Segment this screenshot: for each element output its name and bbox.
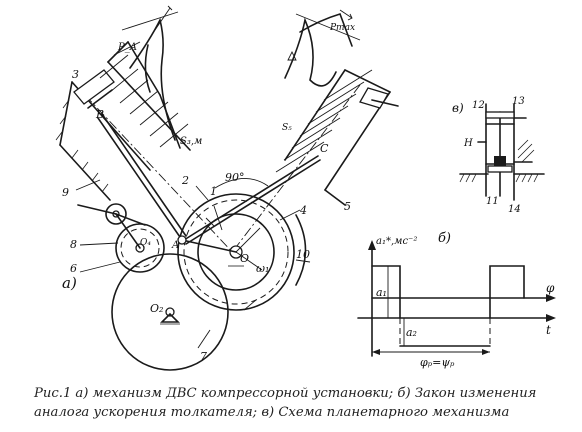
right-indicator-diagram <box>284 9 361 87</box>
point-label-o4: O₄ <box>140 238 151 248</box>
a1-label: a₁ <box>376 286 387 299</box>
point-label-o: O <box>240 252 249 265</box>
connecting-rod-4 <box>183 155 319 241</box>
chart-y-label: a₁*,мс⁻² <box>376 236 417 247</box>
gear-7 <box>111 253 229 371</box>
connecting-rod-2 <box>97 117 183 241</box>
planetary-label-h: H <box>463 138 473 149</box>
link-label-6: 6 <box>70 262 77 275</box>
caption-number: Рис.1 <box>34 386 72 401</box>
a2-label: a₂ <box>406 326 417 339</box>
arc-10 <box>295 214 307 286</box>
left-cylinder <box>55 41 191 201</box>
chart-phi-label: φ <box>546 281 555 295</box>
planetary-label-12: 12 <box>472 100 485 111</box>
right-cylinder <box>275 69 399 206</box>
joint-a <box>177 235 187 245</box>
caption-text: а) механизм ДВС компрессорной установки;… <box>34 386 537 420</box>
chart-t-label: t <box>546 323 551 337</box>
link-label-1: 1 <box>210 185 217 198</box>
gear-8 <box>105 203 127 225</box>
panel-label-a: а) <box>62 274 77 292</box>
mechanism-figure: а) 90° B C A O O₂ O₄ ω₁ S₃,м P_A 1 2 3 4… <box>55 5 556 371</box>
gear-6 <box>115 223 165 273</box>
crank-disk <box>197 213 275 291</box>
s5-label: S₅ <box>282 123 292 133</box>
left-indicator-diagram <box>113 5 179 141</box>
omega-label: ω₁ <box>256 262 269 275</box>
link-label-4: 4 <box>299 204 307 217</box>
panel-label-v: в) <box>452 101 464 115</box>
planetary-label-11: 11 <box>486 196 499 207</box>
pa-label: P_A <box>117 42 137 53</box>
point-label-o2: O₂ <box>150 302 163 315</box>
link-label-8: 8 <box>70 238 77 251</box>
phase-label: φₚ=ψₚ <box>420 356 455 369</box>
link-label-2: 2 <box>181 174 189 187</box>
planet-gear <box>494 156 506 168</box>
lever-9 <box>77 204 117 215</box>
positive-pulse-2 <box>489 265 525 319</box>
gear-10 <box>177 193 295 311</box>
link-label-3: 3 <box>72 68 79 81</box>
point-label-b: B <box>95 108 104 121</box>
s3-label: S₃,м <box>180 136 202 147</box>
angle-label-90: 90° <box>225 171 245 184</box>
planetary-mechanism: в) 12 13 H 11 14 <box>452 96 545 215</box>
link-label-10: 10 <box>296 248 310 261</box>
positive-pulse-1 <box>371 265 401 319</box>
point-label-a: A <box>171 240 179 251</box>
link-label-9: 9 <box>62 186 69 199</box>
pmax-label-right: Pmax <box>329 23 355 33</box>
crank-1 <box>181 239 237 253</box>
acceleration-chart: б) a₁*,мс⁻² φ t a₁ a₂ φₚ=ψₚ <box>357 231 556 369</box>
left-cylinder-axis <box>84 94 236 256</box>
link-label-5: 5 <box>344 200 351 213</box>
engine-mechanism: а) 90° B C A O O₂ O₄ ω₁ S₃,м P_A 1 2 3 4… <box>55 5 399 371</box>
planetary-label-13: 13 <box>512 96 525 107</box>
panel-label-b: б) <box>438 231 451 246</box>
point-label-c: C <box>320 142 329 155</box>
planetary-label-14: 14 <box>508 204 521 215</box>
link-label-7: 7 <box>200 350 207 363</box>
